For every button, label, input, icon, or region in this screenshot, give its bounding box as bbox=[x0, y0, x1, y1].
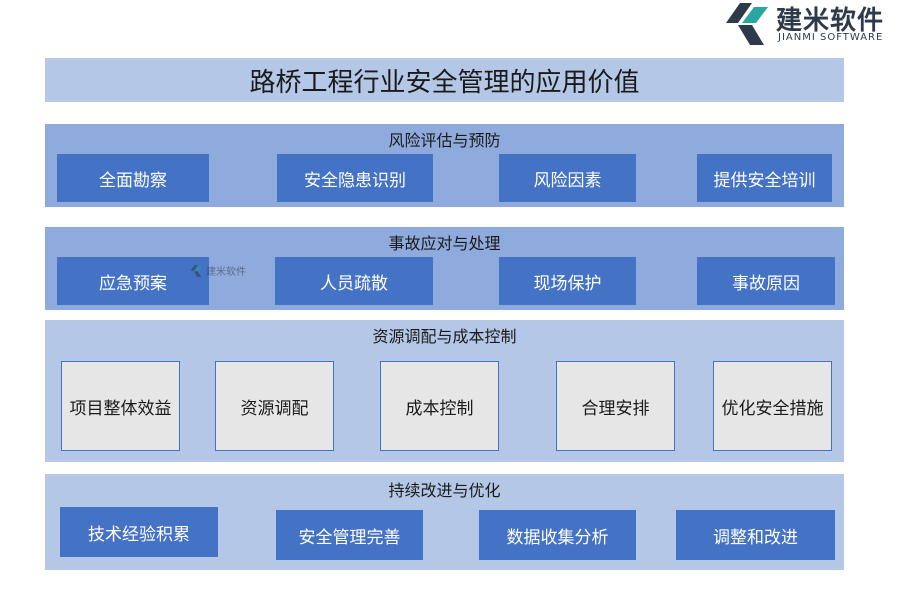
brand-logo: 建米软件 JIANMI SOFTWARE bbox=[724, 0, 900, 48]
section-title: 资源调配与成本控制 bbox=[372, 327, 517, 346]
item-box: 调整和改进 bbox=[676, 510, 835, 560]
logo-name-cn: 建米软件 bbox=[776, 6, 885, 36]
watermark-text: 建米软件 bbox=[206, 267, 246, 278]
item-box: 安全隐患识别 bbox=[277, 154, 433, 202]
logo-name-en: JIANMI SOFTWARE bbox=[778, 32, 884, 43]
item-box: 资源调配 bbox=[215, 361, 334, 451]
item-box: 优化安全措施 bbox=[713, 361, 832, 451]
item-box: 数据收集分析 bbox=[479, 510, 636, 560]
page-title: 路桥工程行业安全管理的应用价值 bbox=[45, 58, 844, 102]
item-box: 合理安排 bbox=[556, 361, 675, 451]
item-box: 技术经验积累 bbox=[60, 507, 218, 557]
section-title: 风险评估与预防 bbox=[388, 131, 501, 150]
item-box: 提供安全培训 bbox=[697, 154, 832, 202]
item-box: 现场保护 bbox=[499, 257, 636, 305]
item-box: 全面勘察 bbox=[57, 154, 209, 202]
watermark: 建米软件 bbox=[190, 263, 246, 278]
section-continuous-improvement: 持续改进与优化 技术经验积累 安全管理完善 数据收集分析 调整和改进 bbox=[45, 474, 844, 570]
section-accident-response: 事故应对与处理 应急预案 人员疏散 现场保护 事故原因 bbox=[45, 227, 844, 310]
section-title: 持续改进与优化 bbox=[388, 481, 501, 500]
section-resource-cost: 资源调配与成本控制 项目整体效益 资源调配 成本控制 合理安排 优化安全措施 bbox=[45, 320, 844, 462]
item-box: 成本控制 bbox=[380, 361, 499, 451]
item-box: 项目整体效益 bbox=[61, 361, 180, 451]
section-title: 事故应对与处理 bbox=[388, 234, 501, 253]
item-box: 事故原因 bbox=[697, 257, 835, 305]
item-box: 应急预案 bbox=[57, 257, 209, 305]
item-box: 安全管理完善 bbox=[276, 510, 423, 560]
section-risk-assessment: 风险评估与预防 全面勘察 安全隐患识别 风险因素 提供安全培训 bbox=[45, 124, 844, 207]
watermark-logo-icon bbox=[190, 264, 203, 277]
logo-mark-icon bbox=[726, 3, 768, 45]
item-box: 风险因素 bbox=[499, 154, 636, 202]
item-box: 人员疏散 bbox=[275, 257, 433, 305]
